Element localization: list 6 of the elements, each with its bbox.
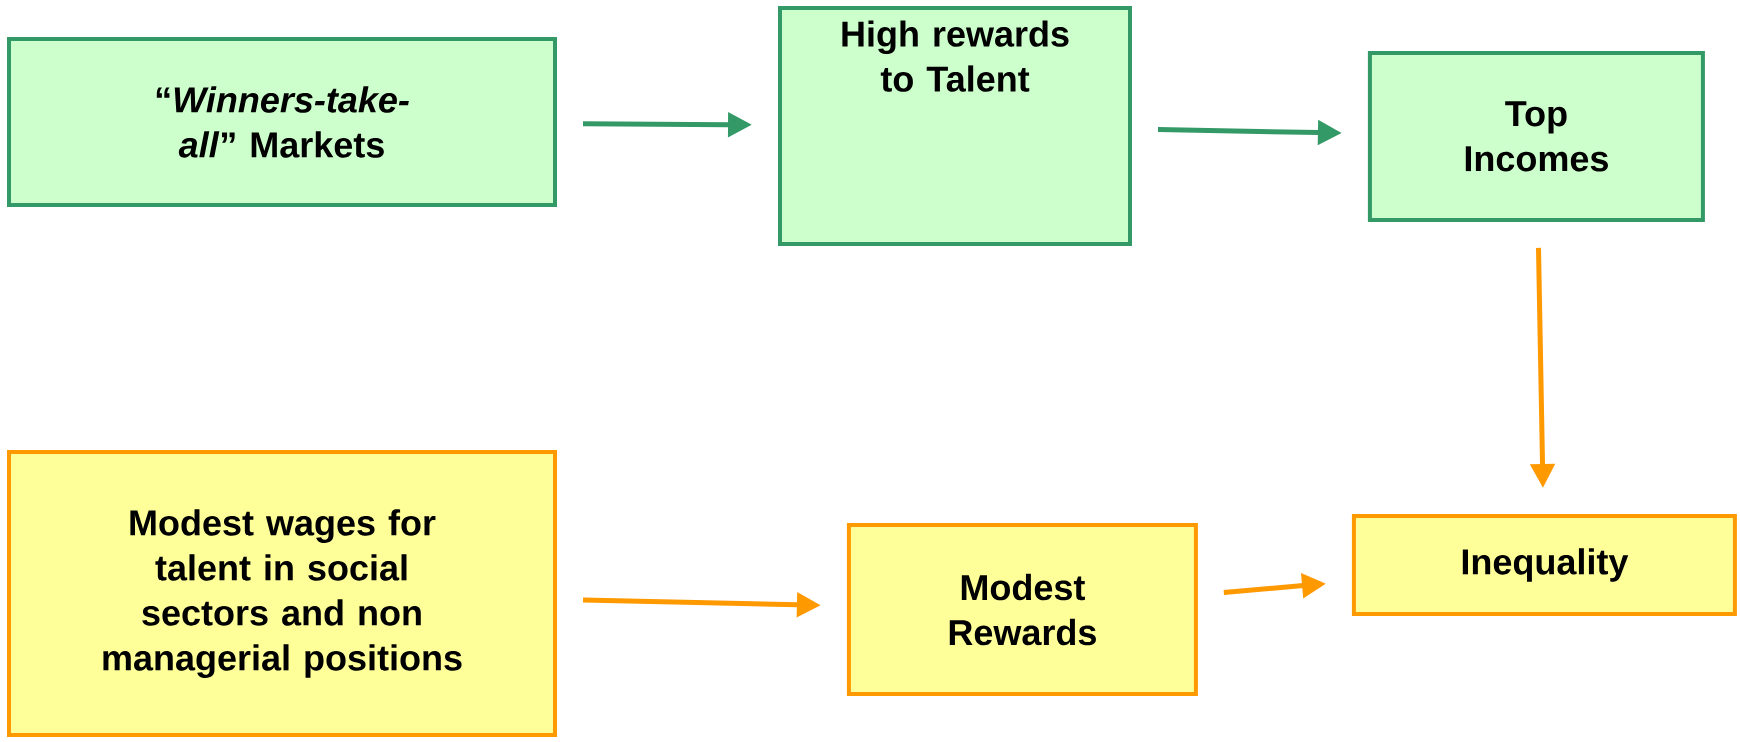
process-box: Modest wages for talent in social sectors and non managerial positions xyxy=(7,450,557,738)
process-box: Inequality xyxy=(1351,514,1737,616)
process-box: “Winners-take-all” Markets xyxy=(7,37,557,207)
process-box: Modest Rewards xyxy=(846,523,1198,697)
process-box: Top Incomes xyxy=(1367,50,1705,222)
process-box: High rewards to Talent xyxy=(778,6,1132,246)
